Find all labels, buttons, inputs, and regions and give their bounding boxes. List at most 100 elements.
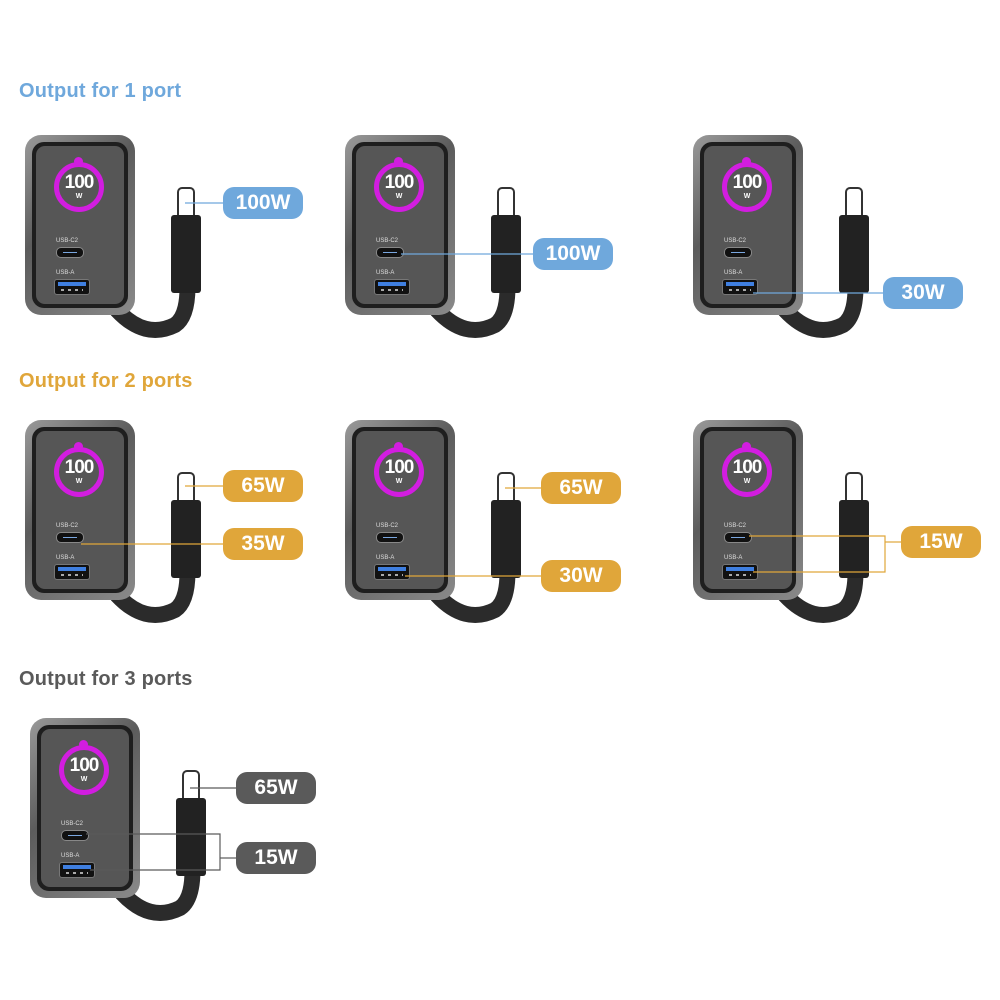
usb-a-label: USB-A [376, 555, 395, 561]
usb-c-cable-body [839, 215, 869, 293]
usb-c-cable-body [491, 215, 521, 293]
ring-indicator-dot [394, 157, 403, 166]
usb-a-label: USB-A [56, 555, 75, 561]
usb-a-label: USB-A [724, 270, 743, 276]
usb-a-label: USB-A [724, 555, 743, 561]
wattage-badge: 65W [541, 472, 621, 504]
wattage-badge: 65W [223, 470, 303, 502]
usb-c-cable-body [176, 798, 206, 876]
usb-a-label: USB-A [376, 270, 395, 276]
usb-c-cable-body [491, 500, 521, 578]
wattage-badge: 100W [533, 238, 613, 270]
usb-c2-port-icon [56, 532, 84, 543]
display-value: 100 [732, 457, 763, 478]
display-value: 100 [64, 457, 95, 478]
usb-c-cable-connector-icon [497, 187, 515, 217]
usb-c-cable-connector-icon [497, 472, 515, 502]
usb-c2-label: USB-C2 [724, 523, 747, 529]
section-title: Output for 3 ports [19, 668, 193, 690]
display-value: 100 [732, 172, 763, 193]
usb-c2-label: USB-C2 [56, 238, 79, 244]
usb-c2-label: USB-C2 [61, 821, 84, 827]
ring-indicator-dot [74, 442, 83, 451]
usb-c2-label: USB-C2 [376, 523, 399, 529]
usb-c2-label: USB-C2 [376, 238, 399, 244]
display-value: 100 [384, 172, 415, 193]
usb-c2-port-icon [376, 532, 404, 543]
ring-indicator-dot [394, 442, 403, 451]
wattage-badge: 100W [223, 187, 303, 219]
wattage-badge: 65W [236, 772, 316, 804]
usb-c-cable-connector-icon [182, 770, 200, 800]
usb-c2-label: USB-C2 [724, 238, 747, 244]
ring-indicator-dot [74, 157, 83, 166]
display-unit: W [75, 193, 83, 200]
wattage-badge: 15W [901, 526, 981, 558]
usb-a-label: USB-A [56, 270, 75, 276]
display-value: 100 [64, 172, 95, 193]
usb-c2-port-icon [724, 247, 752, 258]
display-unit: W [395, 193, 403, 200]
wattage-badge: 15W [236, 842, 316, 874]
usb-c-cable-connector-icon [845, 187, 863, 217]
usb-a-port-icon [54, 279, 90, 295]
wattage-badge: 30W [541, 560, 621, 592]
display-value: 100 [69, 755, 100, 776]
usb-c2-port-icon [56, 247, 84, 258]
usb-a-port-icon [722, 279, 758, 295]
usb-a-label: USB-A [61, 853, 80, 859]
section-title: Output for 2 ports [19, 370, 193, 392]
ring-indicator-dot [79, 740, 88, 749]
display-unit: W [743, 478, 751, 485]
usb-c2-port-icon [724, 532, 752, 543]
wattage-badge: 35W [223, 528, 303, 560]
display-unit: W [395, 478, 403, 485]
display-unit: W [743, 193, 751, 200]
usb-c-cable-body [839, 500, 869, 578]
usb-a-port-icon [59, 862, 95, 878]
usb-c-cable-body [171, 215, 201, 293]
wattage-badge: 30W [883, 277, 963, 309]
display-unit: W [80, 776, 88, 783]
usb-c2-label: USB-C2 [56, 523, 79, 529]
usb-a-port-icon [374, 564, 410, 580]
section-title: Output for 1 port [19, 80, 182, 102]
usb-a-port-icon [722, 564, 758, 580]
display-value: 100 [384, 457, 415, 478]
usb-a-port-icon [54, 564, 90, 580]
usb-c-cable-connector-icon [177, 472, 195, 502]
display-unit: W [75, 478, 83, 485]
ring-indicator-dot [742, 442, 751, 451]
usb-c2-port-icon [376, 247, 404, 258]
usb-c-cable-connector-icon [845, 472, 863, 502]
usb-a-port-icon [374, 279, 410, 295]
usb-c-cable-body [171, 500, 201, 578]
